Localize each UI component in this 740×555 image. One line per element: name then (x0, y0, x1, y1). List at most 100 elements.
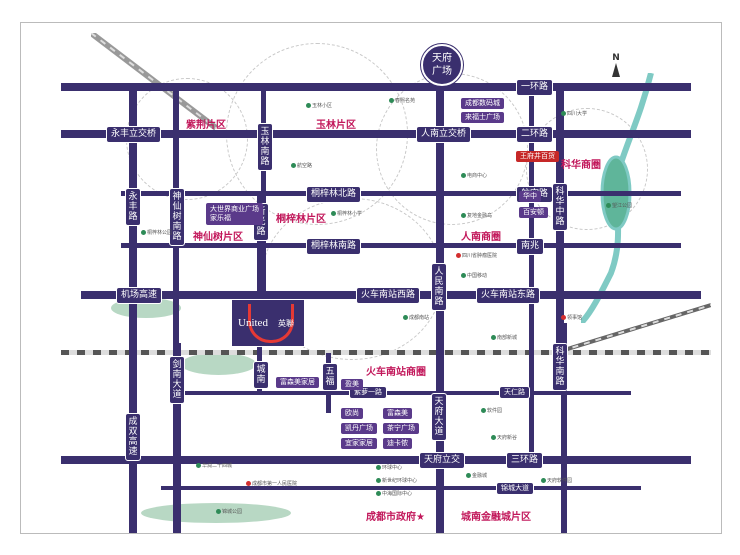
district-shenxianshu: 神仙树片区 (193, 232, 243, 243)
united-logo[interactable]: United 英聯 (231, 299, 305, 347)
label-huochenan-e: 火车南站东路 (476, 287, 541, 304)
road-south (161, 486, 641, 490)
landmark-jinkapin[interactable]: 迪卡侬 (383, 438, 412, 449)
landmark-laifushi[interactable]: 来福士广场 (461, 112, 504, 123)
label-tianfu-v: 天府 大道 (431, 393, 447, 441)
poi-dot-icon (541, 478, 546, 483)
poi[interactable]: 春熙名苑 (389, 98, 415, 105)
landmark-fuqin[interactable]: 富森美家居 (276, 377, 319, 388)
landmark-huazhong[interactable]: 华中 (519, 191, 541, 202)
landmark-yijia[interactable]: 宜家家居 (341, 438, 377, 449)
railway (61, 350, 711, 355)
poi[interactable]: 领事馆 (561, 315, 582, 322)
poi[interactable]: 中海国际中心 (376, 491, 412, 498)
landmark-shentai[interactable]: 茶宁广场 (383, 423, 419, 434)
poi[interactable]: 桐梓林小学 (331, 211, 362, 218)
label-jiannan-v: 剑南大道 (169, 356, 185, 404)
landmark-daguan[interactable]: 大世界商业广场 家乐福 (206, 203, 263, 225)
road-tongzilin-s (121, 243, 681, 248)
label-yihuan: 一环路 (516, 79, 554, 96)
road-kehua-s-v (556, 83, 564, 383)
poi-dot-icon (216, 509, 221, 514)
hub-label: 天府 广场 (432, 53, 452, 77)
poi-label: 中国移动 (467, 273, 488, 279)
poi-label: 锦城公园 (222, 509, 243, 515)
poi[interactable]: 玉林小区 (306, 103, 332, 110)
landmark-jiuhe[interactable]: 凯丹广场 (341, 423, 377, 434)
label-tongzilin-s: 桐梓林南路 (306, 238, 362, 255)
united-logo-arc-icon (248, 304, 294, 343)
poi-dot-icon (491, 435, 496, 440)
district-yulin: 玉林片区 (316, 120, 356, 131)
poi[interactable]: 复地金融岛 (461, 213, 492, 220)
label-shenxian-v: 神仙树南路 (169, 188, 185, 246)
landmark-wangfujing[interactable]: 王府井百货 (516, 151, 559, 162)
poi[interactable]: 新世纪环球中心 (376, 478, 417, 485)
road-jiannan-v (173, 343, 181, 533)
poi[interactable]: 四川省肿瘤医院 (456, 253, 497, 260)
road-erhuan (61, 130, 691, 138)
poi-dot-icon (461, 213, 466, 218)
poi[interactable]: 成都南站 (403, 315, 429, 322)
poi[interactable]: 天府软件园 (541, 478, 572, 485)
label-kehua-v: 科华中路 (552, 183, 568, 231)
poi[interactable]: 成都市第一人民医院 (246, 481, 297, 488)
catchment-circle (526, 108, 648, 230)
compass: N (606, 53, 626, 81)
poi-dot-icon (461, 173, 466, 178)
poi[interactable]: 环球中心 (376, 465, 402, 472)
label-kehua-s-v: 科华南路 (552, 343, 568, 391)
poi-dot-icon (403, 315, 408, 320)
label-chengnan-v: 城南 (253, 361, 269, 389)
poi[interactable]: 南部新城 (491, 335, 517, 342)
poi-dot-icon (466, 473, 471, 478)
hub-tianfu-square[interactable]: 天府 广场 (421, 44, 463, 86)
poi[interactable]: 桐梓林公园 (141, 230, 172, 237)
poi-label: 环球中心 (382, 465, 403, 471)
poi[interactable]: 华润二十四城 (196, 463, 232, 470)
poi[interactable]: 软件园 (481, 408, 502, 415)
district-chengnan: 城南金融城片区 (461, 512, 531, 523)
poi-label: 桐梓林公园 (147, 230, 173, 236)
poi-dot-icon (461, 273, 466, 278)
poi-dot-icon (306, 103, 311, 108)
district-renan: 人南商圈 (461, 232, 501, 243)
label-yongfeng: 永丰立交桥 (106, 126, 162, 143)
label-tianfu-jct: 天府立交 (419, 452, 466, 469)
label-yongfeng-v: 永丰路 (125, 188, 141, 226)
poi-label: 电商中心 (467, 173, 488, 179)
poi-label: 南部新城 (497, 335, 518, 341)
poi-dot-icon (331, 211, 336, 216)
landmark-yinshi[interactable]: 百安顿 (519, 207, 548, 218)
catchment-circle (376, 73, 528, 225)
landmark-ouhai[interactable]: 欧尚 (341, 408, 363, 419)
district-huochenan: 火车南站商圈 (366, 367, 426, 378)
label-erhuan: 二环路 (516, 126, 554, 143)
landmark-chengdu-shuma[interactable]: 成都数码城 (461, 98, 504, 109)
poi-dot-icon (141, 230, 146, 235)
label-wufu-v: 五福 (322, 363, 338, 391)
landmark-fusen[interactable]: 富森美 (383, 408, 412, 419)
poi-dot-icon (481, 408, 486, 413)
poi[interactable]: 四川大学 (561, 111, 587, 118)
poi[interactable]: 电商中心 (461, 173, 487, 180)
poi[interactable]: 金融城 (466, 473, 487, 480)
poi[interactable]: 锦城公园 (216, 509, 242, 516)
poi-label: 望江公园 (612, 203, 633, 209)
poi-dot-icon (291, 163, 296, 168)
poi-label: 四川省肿瘤医院 (462, 253, 498, 259)
label-renmin-v: 人民 南路 (431, 263, 447, 311)
district-tongzilin: 桐梓林片区 (276, 214, 326, 225)
hospital-icon (246, 481, 251, 486)
landmark-yinghua[interactable]: 盈美 (341, 379, 363, 390)
poi[interactable]: 航空路 (291, 163, 312, 170)
district-zijing: 紫荆片区 (186, 120, 226, 131)
poi[interactable]: 望江公园 (606, 203, 632, 210)
united-logo-cn: 英聯 (278, 319, 294, 328)
label-sanhuan: 三环路 (506, 452, 544, 469)
poi[interactable]: 中国移动 (461, 273, 487, 280)
map-frame: N 天府 广场 一环路 永丰立交桥 人南立交桥 二环路 桐梓林北路 航空路 桐梓… (20, 22, 722, 534)
poi[interactable]: 天府新谷 (491, 435, 517, 442)
poi-label: 天府新谷 (497, 435, 518, 441)
label-jichang: 机场高速 (116, 287, 163, 304)
